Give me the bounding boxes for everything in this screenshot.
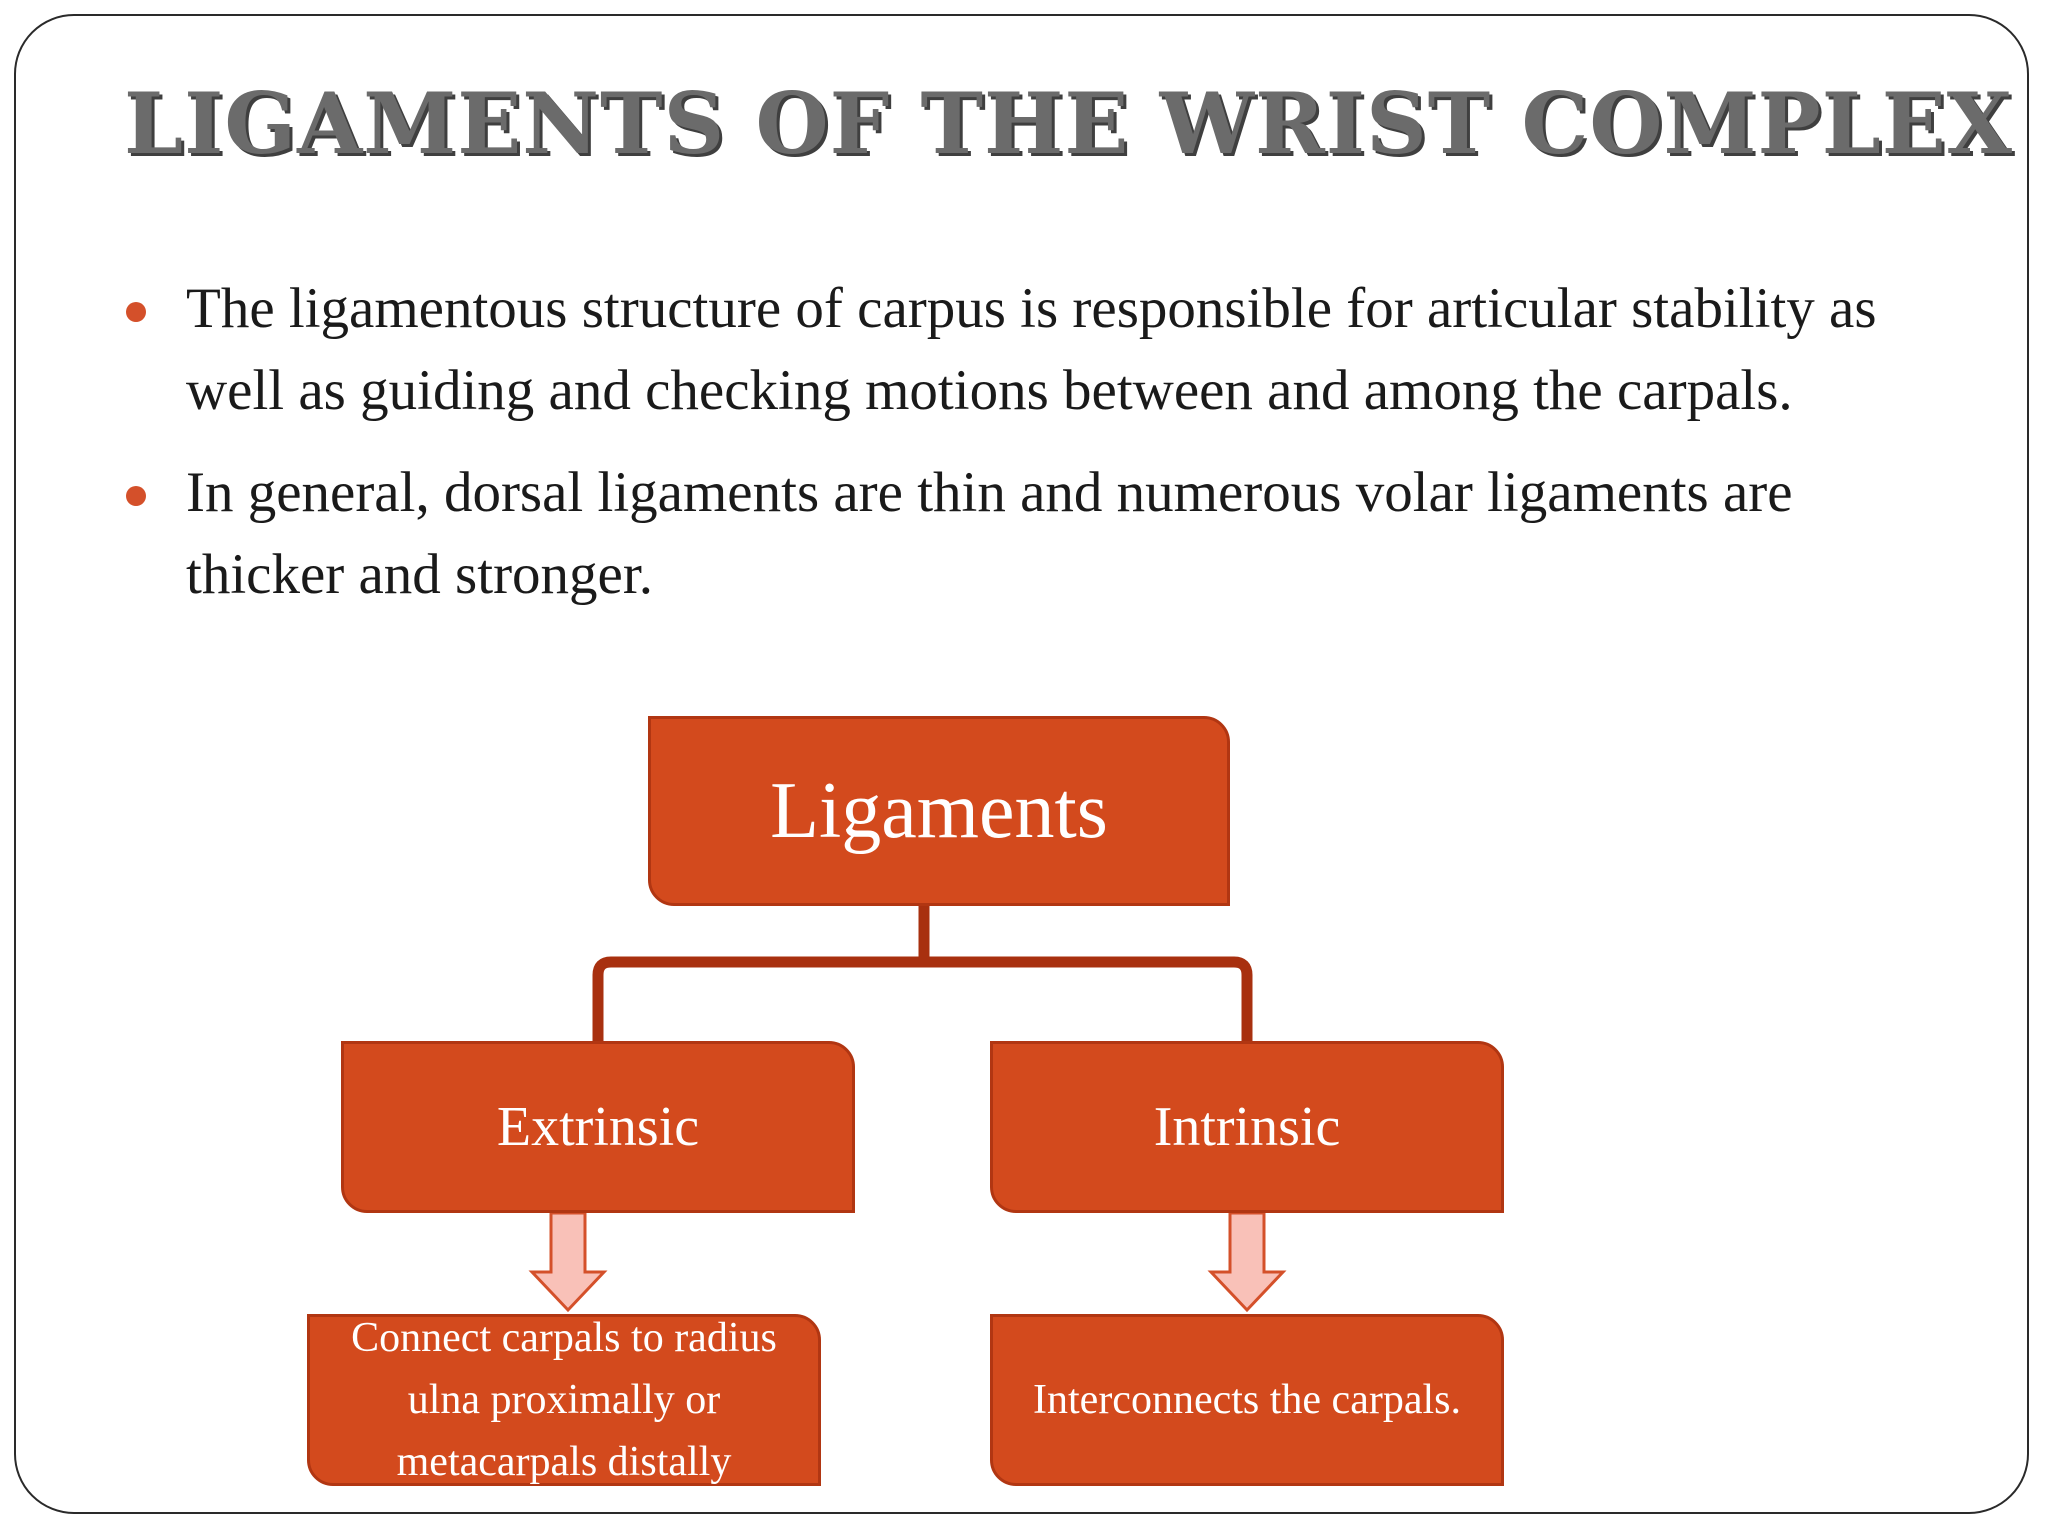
extrinsic-description-node: Connect carpals to radius ulna proximall… [307, 1314, 821, 1486]
bullet-dot-icon [126, 486, 146, 506]
bullet-list: The ligamentous structure of carpus is r… [124, 268, 1904, 636]
ligaments-node: Ligaments [648, 716, 1230, 906]
slide-title: LIGAMENTS OF THE WRIST COMPLEX [124, 74, 2013, 173]
extrinsic-description: Connect carpals to radius ulna proximall… [351, 1315, 777, 1485]
extrinsic-node: Extrinsic [341, 1041, 855, 1213]
bullet-text: In general, dorsal ligaments are thin an… [186, 461, 1793, 606]
intrinsic-node-label: Intrinsic [1153, 1096, 1341, 1158]
extrinsic-node-label: Extrinsic [496, 1096, 700, 1158]
bullet-dot-icon [126, 302, 146, 322]
bullet-text: The ligamentous structure of carpus is r… [186, 277, 1877, 422]
intrinsic-description-node: Interconnects the carpals. [990, 1314, 1504, 1486]
ligaments-node-label: Ligaments [770, 766, 1108, 855]
bullet-item: The ligamentous structure of carpus is r… [124, 268, 1904, 432]
intrinsic-node: Intrinsic [990, 1041, 1504, 1213]
bullet-item: In general, dorsal ligaments are thin an… [124, 452, 1904, 616]
intrinsic-description: Interconnects the carpals. [1033, 1377, 1461, 1423]
